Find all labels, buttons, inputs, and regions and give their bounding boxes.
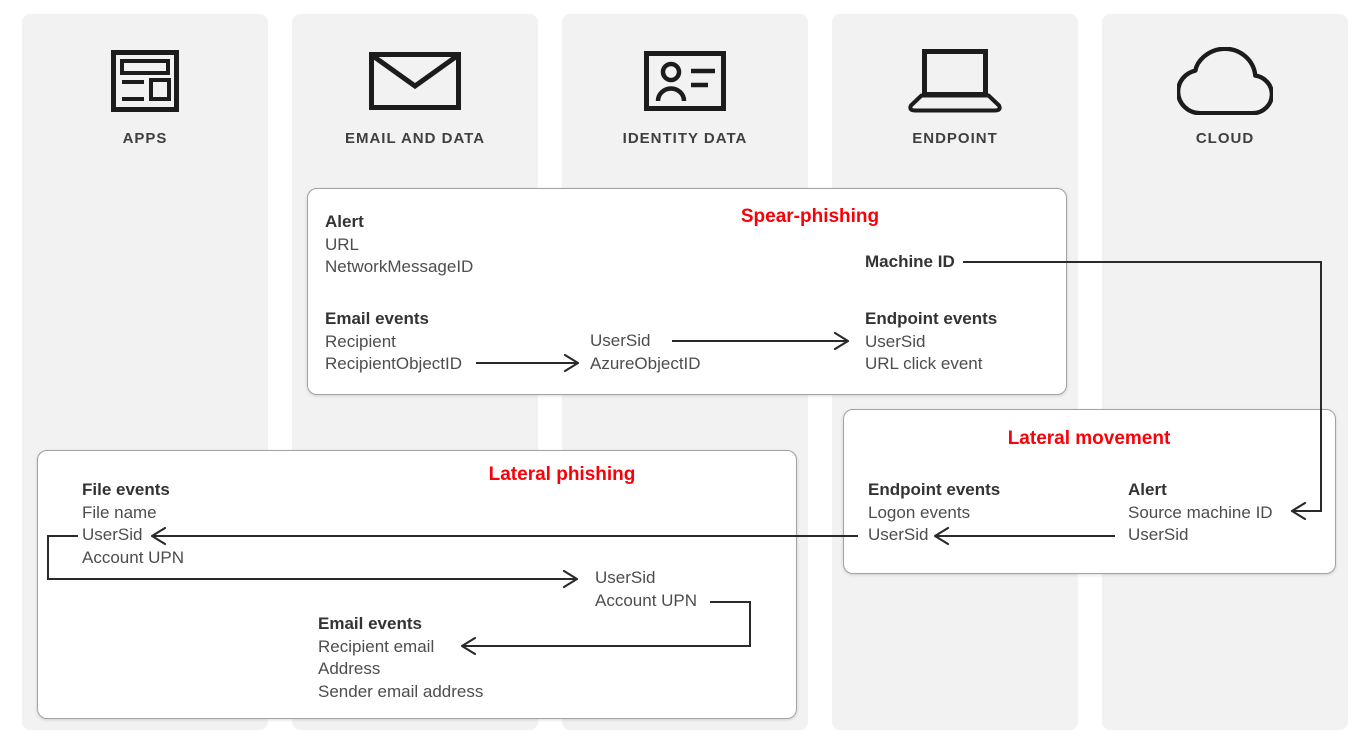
field-logon-events: Logon events [868, 502, 971, 522]
field-recipient: Recipient [325, 331, 396, 351]
group-header-alert: Alert [325, 212, 364, 231]
field-account-upn: Account UPN [82, 547, 185, 567]
field-url-click-event: URL click event [865, 354, 983, 373]
field-usersid: UserSid [865, 331, 926, 351]
laptop-icon [832, 42, 1078, 120]
spear-phishing-identity-fields: UserSid AzureObjectID [590, 330, 701, 375]
lateral-phishing-email-events-group: Email events Recipient email Address Sen… [318, 613, 483, 703]
lateral-phishing-title: Lateral phishing [488, 464, 636, 485]
cloud-icon [1102, 42, 1348, 120]
group-header-email-events: Email events [325, 309, 429, 328]
field-account-upn: Account UPN [595, 590, 698, 610]
field-usersid: UserSid [595, 568, 656, 587]
group-header-file-events: File events [82, 480, 170, 499]
lateral-phishing-file-events-group: File events File name UserSid Account UP… [82, 479, 184, 569]
column-label-endpoint: ENDPOINT [912, 130, 998, 147]
column-label-identity-data: IDENTITY DATA [622, 130, 748, 147]
field-address: Address [318, 659, 381, 678]
spear-phishing-alert-group: Alert URL NetworkMessageID [325, 211, 473, 279]
spear-phishing-endpoint-events-group: Endpoint events UserSid URL click event [865, 308, 997, 376]
id-card-icon [562, 42, 808, 120]
lateral-movement-alert-group: Alert Source machine ID UserSid [1128, 479, 1273, 547]
group-header-endpoint-events: Endpoint events [868, 480, 1001, 499]
group-header-endpoint-events: Endpoint events [865, 309, 998, 328]
field-usersid: UserSid [868, 525, 929, 544]
field-recipient-email: Recipient email [318, 636, 435, 656]
spear-phishing-email-events-group: Email events Recipient RecipientObjectID [325, 308, 462, 376]
field-networkmessageid: NetworkMessageID [325, 257, 474, 276]
field-sender-email-address: Sender email address [318, 681, 484, 701]
column-label-apps: APPS [122, 130, 168, 147]
lateral-movement-title: Lateral movement [1007, 428, 1171, 449]
apps-icon [22, 42, 268, 120]
group-header-email-events: Email events [318, 614, 422, 633]
field-recipientobjectid: RecipientObjectID [325, 354, 463, 373]
lateral-phishing-identity-fields: UserSid Account UPN [595, 567, 697, 612]
group-header-alert: Alert [1128, 480, 1167, 499]
column-label-cloud: CLOUD [1195, 130, 1255, 147]
field-azureobjectid: AzureObjectID [590, 353, 701, 373]
spear-phishing-machine-id: Machine ID [865, 252, 955, 271]
lateral-movement-endpoint-events-group: Endpoint events Logon events UserSid [868, 479, 1000, 547]
spear-phishing-box [307, 188, 1067, 395]
spear-phishing-title: Spear-phishing [740, 206, 880, 227]
field-url: URL [325, 234, 360, 254]
field-usersid: UserSid [1128, 525, 1189, 544]
field-usersid: UserSid [590, 331, 651, 350]
column-label-email-and-data: EMAIL AND DATA [344, 130, 486, 147]
field-source-machine-id: Source machine ID [1128, 502, 1273, 522]
column-cloud: CLOUD [1102, 14, 1348, 730]
envelope-icon [292, 42, 538, 120]
field-usersid: UserSid [82, 525, 143, 544]
lateral-phishing-box [37, 450, 797, 719]
field-file-name: File name [82, 502, 157, 522]
